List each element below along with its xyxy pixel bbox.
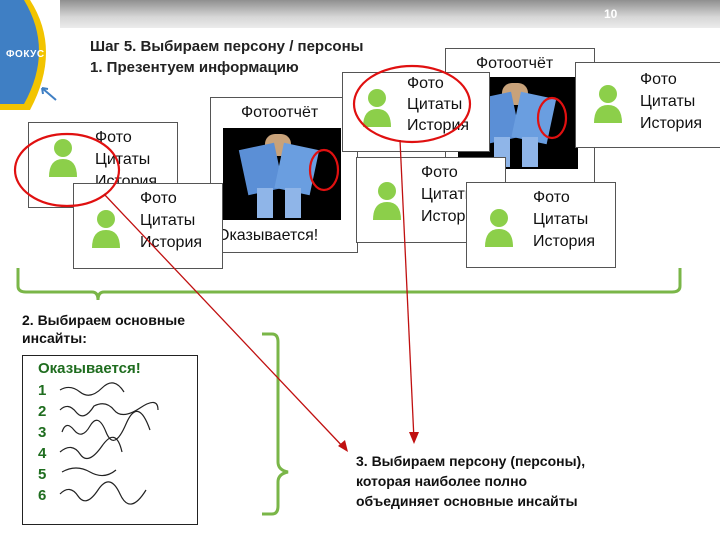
photo-highlight-circle (310, 150, 338, 190)
pointer-arrow (400, 140, 414, 440)
persona-highlight-circle (354, 66, 470, 142)
photo-highlight-circle (538, 98, 566, 138)
pointer-arrow (104, 194, 346, 450)
persona-highlight-circle (15, 134, 119, 206)
